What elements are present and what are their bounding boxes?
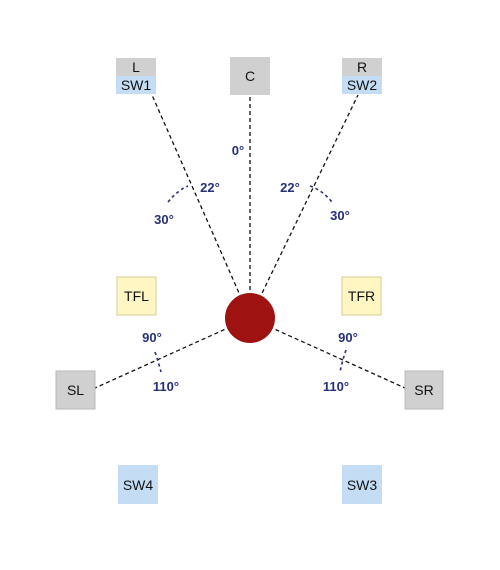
line-to-left xyxy=(151,94,251,319)
angle-side-right-outer: 110° xyxy=(323,379,349,394)
angle-front-left-outer: 30° xyxy=(154,212,174,227)
angle-front-right-outer: 30° xyxy=(330,208,350,223)
speaker-lines xyxy=(94,94,406,389)
angle-center-label: 0° xyxy=(232,143,244,158)
speaker-center-label: C xyxy=(245,68,255,84)
sub-rear-left: SW4 xyxy=(118,465,158,504)
speaker-top-front-left: TFL xyxy=(116,276,157,316)
sub-sw4-label: SW4 xyxy=(123,477,154,493)
speaker-right: R SW2 xyxy=(342,58,382,94)
speaker-sr-label: SR xyxy=(414,382,433,398)
arc-side-left xyxy=(154,351,162,373)
speaker-left-sub-label: SW1 xyxy=(121,77,152,93)
arc-front-right xyxy=(309,185,333,203)
angle-arcs xyxy=(154,185,347,373)
speaker-side-right: SR xyxy=(404,370,444,410)
speaker-left: L SW1 xyxy=(116,58,156,94)
listener-position xyxy=(225,293,275,343)
speaker-center: C xyxy=(230,57,270,95)
line-to-side-left xyxy=(94,317,251,389)
speaker-right-sub-label: SW2 xyxy=(347,77,378,93)
angle-front-right-inner: 22° xyxy=(280,180,300,195)
angle-labels: 0° 22° 30° 22° 30° 90° 110° 90° 110° xyxy=(142,143,358,394)
arc-side-right xyxy=(339,349,347,373)
speaker-tfr-label: TFR xyxy=(348,288,375,304)
speaker-right-label: R xyxy=(357,59,367,75)
speaker-top-front-right: TFR xyxy=(341,276,382,316)
speaker-tfl-label: TFL xyxy=(124,288,149,304)
speaker-side-left: SL xyxy=(55,370,96,410)
angle-side-left-outer: 110° xyxy=(153,379,179,394)
angle-front-left-inner: 22° xyxy=(200,180,220,195)
sub-sw3-label: SW3 xyxy=(347,477,378,493)
angle-side-right-inner: 90° xyxy=(338,330,358,345)
arc-front-left xyxy=(167,185,189,203)
sub-rear-right: SW3 xyxy=(342,465,382,504)
line-to-right xyxy=(249,94,359,319)
line-to-side-right xyxy=(249,317,406,389)
angle-side-left-inner: 90° xyxy=(142,330,162,345)
speaker-left-label: L xyxy=(132,59,140,75)
speaker-sl-label: SL xyxy=(67,382,84,398)
